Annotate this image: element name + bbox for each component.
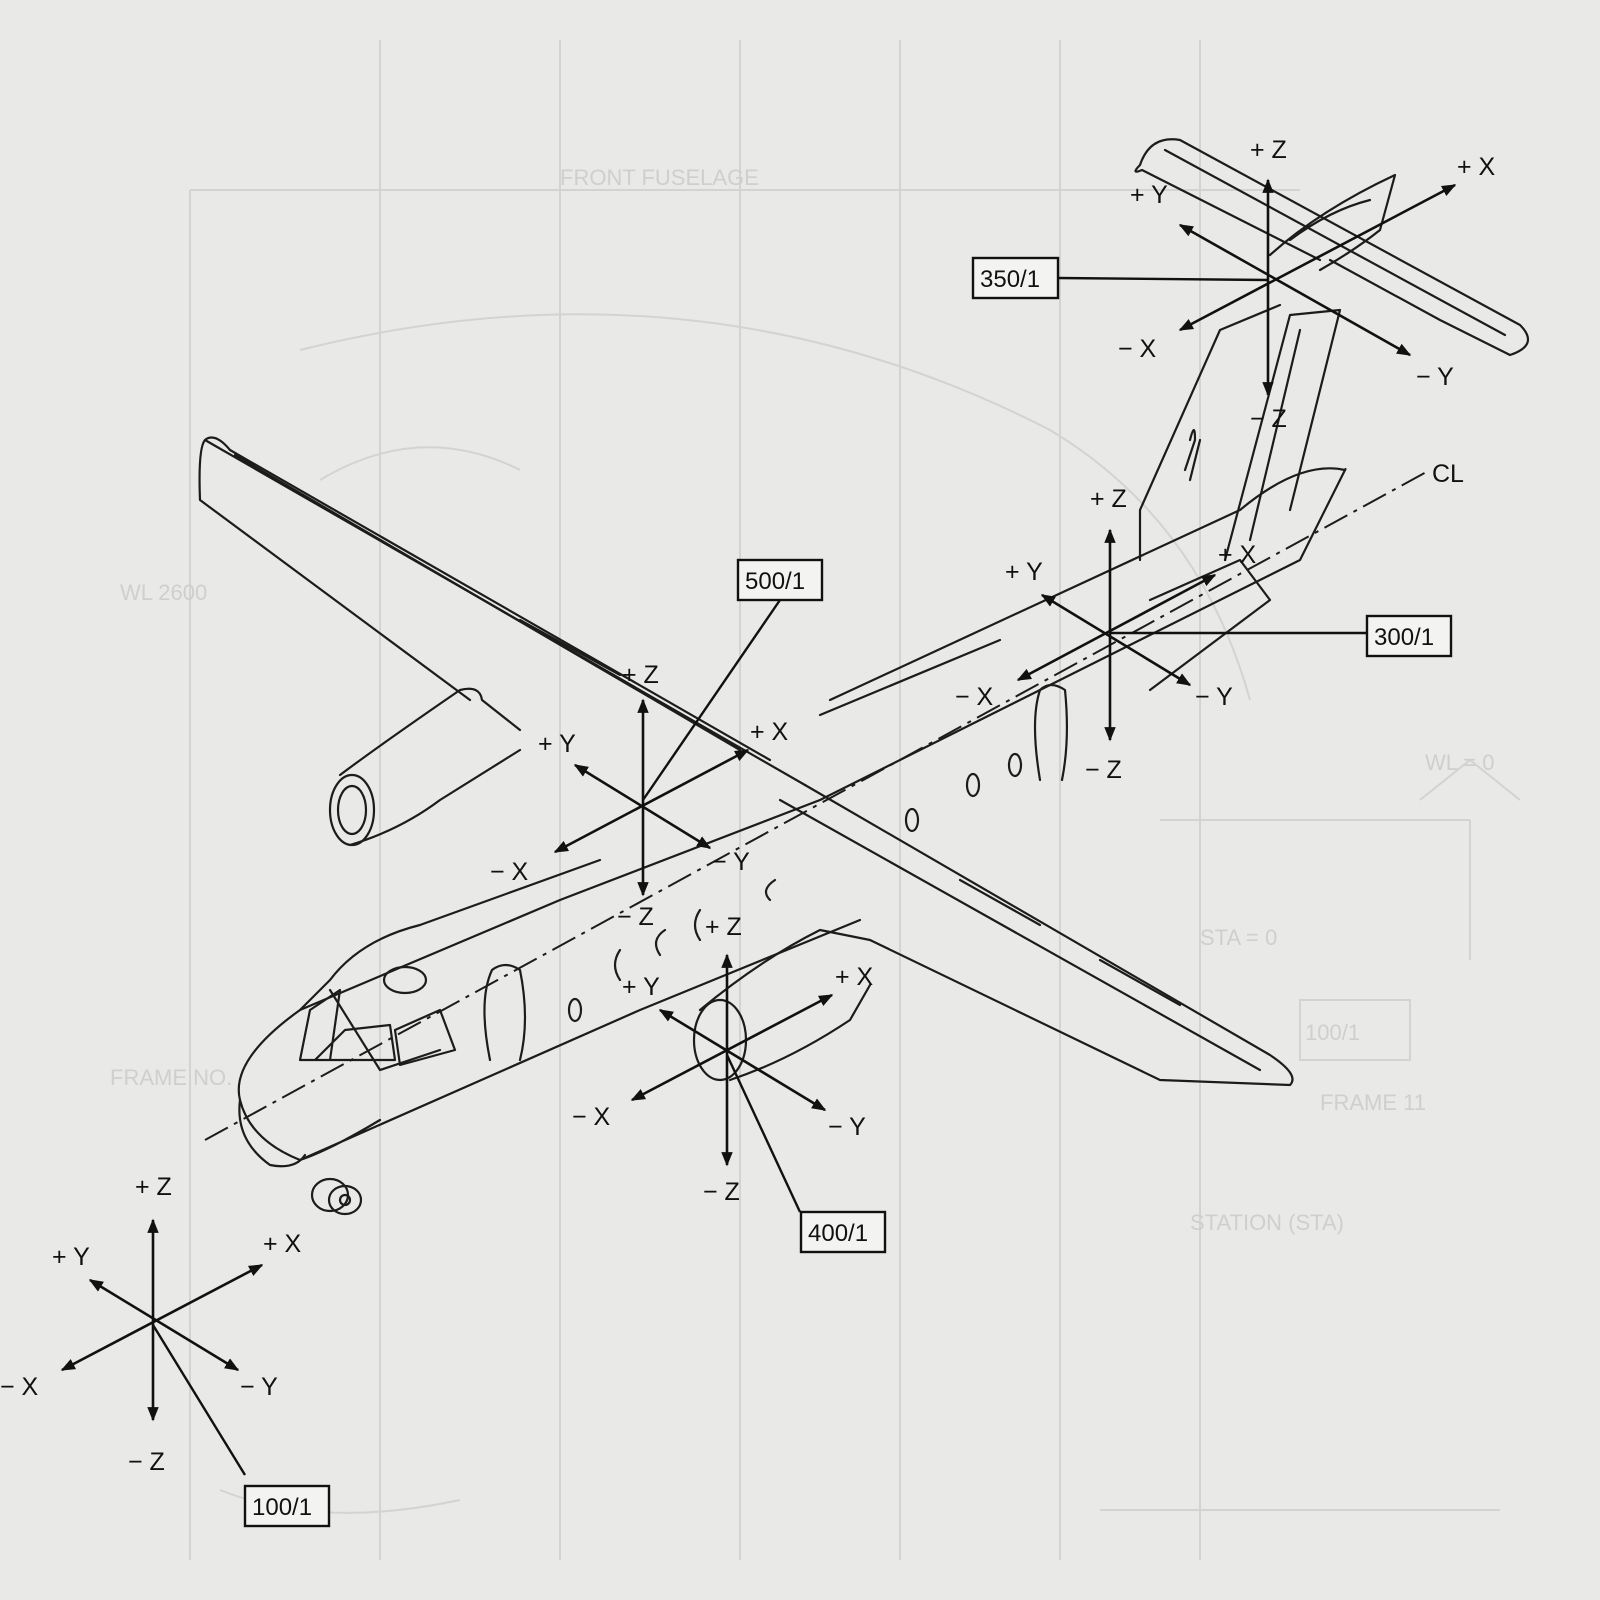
nose (238, 1098, 307, 1168)
vertical-tail (1138, 303, 1342, 562)
axis-500-y (573, 763, 712, 850)
leader-500 (642, 599, 781, 801)
callout-400: 400/1 (799, 1210, 887, 1254)
axis-350-px-label: + X (1457, 153, 1496, 181)
left-engine-nacelle (338, 687, 522, 847)
axis-system-400 (630, 953, 834, 1167)
callout-100-label: 100/1 (252, 1494, 312, 1521)
callout-300: 300/1 (1365, 614, 1453, 658)
axis-400-y (658, 1008, 827, 1112)
axis-system-350 (1178, 178, 1457, 397)
nose-landing-gear (310, 1177, 363, 1216)
right-engine-nacelle (698, 928, 872, 1082)
bleed-through-background: WL 2600 WL = 0 STA = 0 FRAME 11 STATION … (110, 40, 1521, 1560)
axis-100-py-label: + Y (52, 1243, 90, 1271)
left-wing (198, 436, 807, 787)
axis-400-px-label: + X (835, 963, 874, 991)
axis-350-y (1178, 223, 1412, 357)
axis-300-y (1040, 593, 1192, 687)
axis-100-nz-label: − Z (128, 1448, 165, 1476)
axis-350-x (1178, 183, 1457, 332)
axis-500-py-label: + Y (538, 730, 576, 758)
axis-300-px-label: + X (1218, 541, 1257, 569)
axis-500-nx-label: − X (490, 858, 529, 886)
axis-system-500 (553, 698, 750, 897)
axis-300-py-label: + Y (1005, 558, 1043, 586)
axis-400-nx-label: − X (572, 1103, 611, 1131)
axis-350-nz-label: − Z (1250, 405, 1287, 433)
ghost-text-sta0: STA = 0 (1200, 925, 1277, 950)
callout-500-label: 500/1 (745, 568, 805, 595)
axis-system-300 (1016, 528, 1217, 742)
axis-100-ny-label: − Y (240, 1373, 278, 1401)
centerline-label: CL (1432, 460, 1464, 488)
axis-500-nz-label: − Z (617, 903, 654, 931)
axis-100-nx-label: − X (0, 1373, 39, 1401)
ghost-text-station: STATION (STA) (1190, 1210, 1344, 1235)
leader-400 (725, 1054, 802, 1213)
leader-100 (151, 1324, 247, 1476)
axis-system-100 (60, 1218, 264, 1422)
aircraft-centerline (204, 469, 1431, 1141)
ghost-text-front-fuselage: FRONT FUSELAGE (560, 165, 759, 190)
axis-300-ny-label: − Y (1195, 683, 1233, 711)
aircraft-outline (198, 138, 1530, 1216)
axis-300-nx-label: − X (955, 683, 994, 711)
axis-350-pz-label: + Z (1250, 136, 1287, 164)
ghost-text-box: 100/1 (1305, 1020, 1360, 1045)
leader-350 (1057, 276, 1269, 282)
axis-400-py-label: + Y (622, 973, 660, 1001)
axis-500-x (553, 748, 750, 854)
callout-300-label: 300/1 (1374, 624, 1434, 651)
axis-100-pz-label: + Z (135, 1173, 172, 1201)
callout-350: 350/1 (971, 256, 1060, 300)
ghost-text-frame: FRAME 11 (1320, 1090, 1426, 1115)
callout-100: 100/1 (243, 1484, 331, 1528)
axis-400-pz-label: + Z (705, 913, 742, 941)
axis-500-pz-label: + Z (622, 661, 659, 689)
axis-300-pz-label: + Z (1090, 485, 1127, 513)
axis-350-ny-label: − Y (1416, 363, 1454, 391)
callout-400-label: 400/1 (808, 1220, 868, 1247)
axis-400-nz-label: − Z (703, 1178, 740, 1206)
axis-350-nx-label: − X (1118, 335, 1157, 363)
axis-100-px-label: + X (263, 1230, 302, 1258)
ghost-text-frame-no: FRAME NO. (110, 1065, 232, 1090)
callout-500: 500/1 (736, 558, 824, 602)
axis-400-ny-label: − Y (828, 1113, 866, 1141)
axis-500-px-label: + X (750, 718, 789, 746)
axis-100-y (88, 1278, 240, 1372)
axis-500-ny-label: − Y (712, 848, 750, 876)
ghost-text-wl0: WL = 0 (1425, 750, 1495, 775)
callout-350-label: 350/1 (980, 266, 1040, 293)
cockpit-windows (298, 988, 457, 1067)
axis-300-nz-label: − Z (1085, 756, 1122, 784)
right-wing (778, 783, 1294, 1087)
ghost-text-wl: WL 2600 (120, 580, 207, 605)
axis-350-py-label: + Y (1130, 181, 1168, 209)
